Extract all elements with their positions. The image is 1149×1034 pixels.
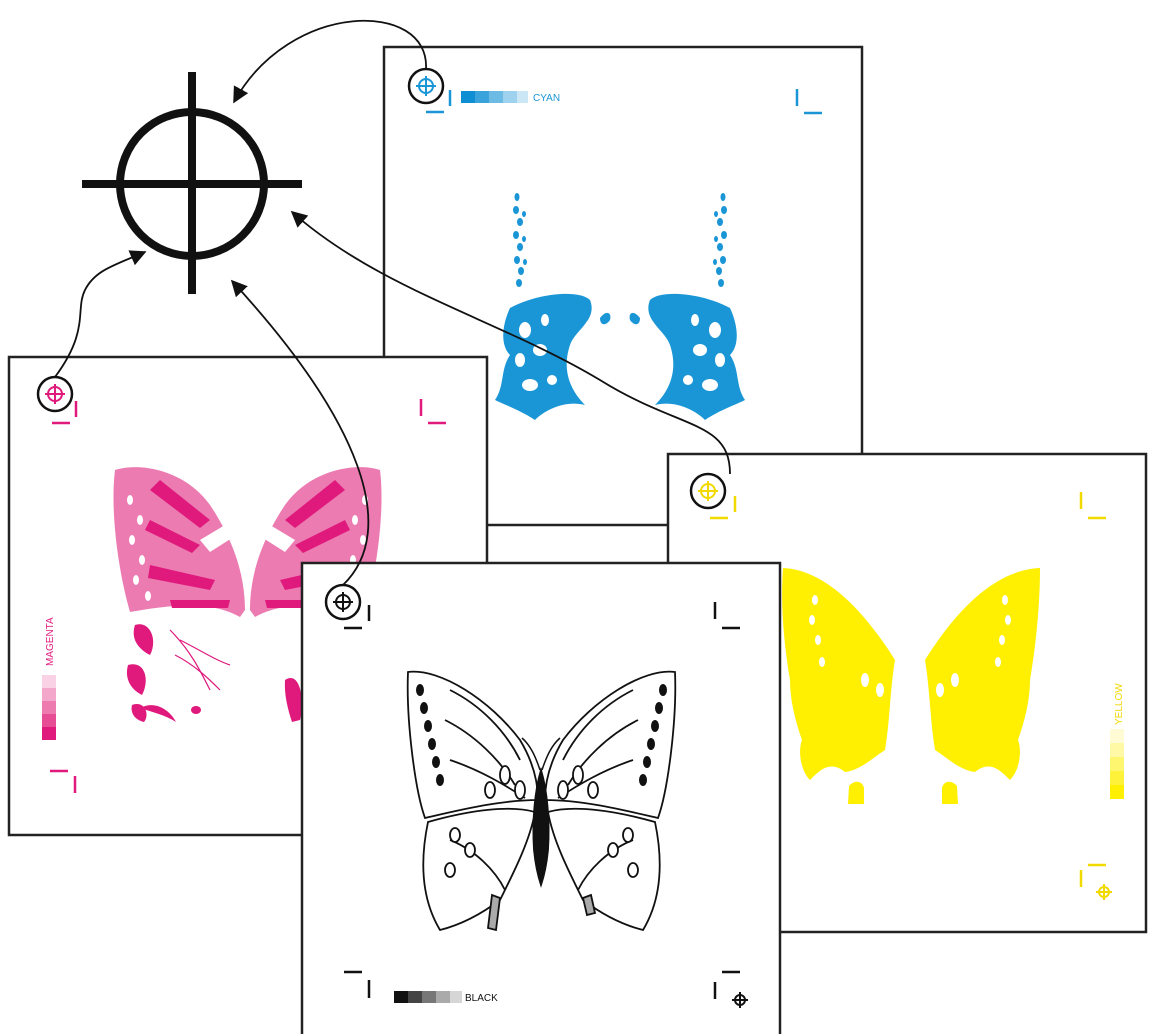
magenta-tint-swatch (42, 675, 56, 688)
yellow-tint-swatch (1110, 785, 1124, 799)
magenta-tint-swatch (42, 727, 56, 740)
magenta-label: MAGENTA (45, 617, 56, 666)
black-label: BLACK (465, 993, 498, 1004)
cyan-tint-swatch (489, 91, 503, 103)
black-tint-strip (394, 991, 462, 1003)
yellow-tint-swatch (1110, 771, 1124, 785)
black-tint-swatch (422, 991, 436, 1003)
yellow-tint-swatch (1110, 729, 1124, 743)
magenta-tint-strip (42, 675, 56, 740)
cyan-tint-swatch (503, 91, 517, 103)
cyan-label: CYAN (533, 93, 560, 104)
cyan-tint-swatch (461, 91, 475, 103)
black-tint-swatch (436, 991, 450, 1003)
yellow-tint-swatch (1110, 757, 1124, 771)
magenta-tint-swatch (42, 688, 56, 701)
cyan-tint-strip (461, 91, 528, 103)
black-tint-swatch (394, 991, 408, 1003)
magenta-tint-swatch (42, 714, 56, 727)
magenta-tint-swatch (42, 701, 56, 714)
yellow-label: YELLOW (1114, 683, 1125, 725)
cyan-tint-swatch (475, 91, 489, 103)
black-sheet: BLACK (302, 563, 780, 1034)
yellow-tint-swatch (1110, 743, 1124, 757)
registration-target-icon (82, 72, 302, 294)
black-tint-swatch (450, 991, 462, 1003)
black-tint-swatch (408, 991, 422, 1003)
yellow-tint-strip (1110, 729, 1124, 799)
cyan-tint-swatch (517, 91, 528, 103)
